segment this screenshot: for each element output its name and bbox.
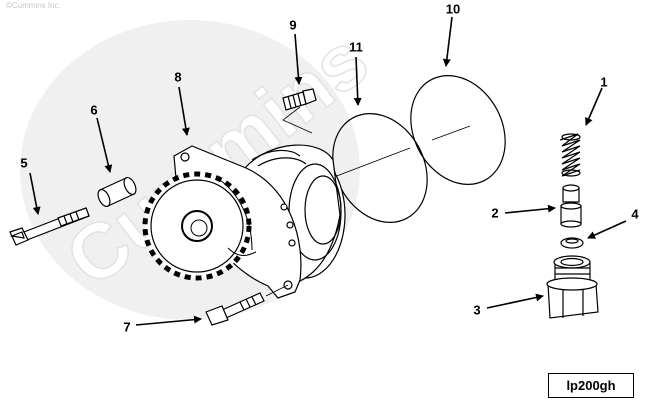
flange-bolt-7 bbox=[205, 292, 265, 326]
flange-bolt-5 bbox=[9, 207, 90, 246]
arrow-10 bbox=[442, 16, 453, 67]
reference-code: lp200gh bbox=[566, 378, 616, 393]
relief-spring-1 bbox=[559, 133, 581, 177]
threaded-plug-3 bbox=[546, 255, 599, 319]
callout-7: 7 bbox=[123, 319, 131, 335]
reference-code-box: lp200gh bbox=[548, 373, 634, 398]
bolt-9-leader bbox=[282, 106, 313, 134]
arrow-7 bbox=[135, 315, 202, 326]
arrow-4 bbox=[587, 220, 627, 239]
callout-arrows bbox=[29, 16, 627, 326]
o-ring-10 bbox=[410, 74, 506, 186]
dowel-sleeve-6 bbox=[97, 176, 137, 208]
arrow-2 bbox=[504, 204, 556, 214]
copyright-notice: ©Cummins Inc. bbox=[6, 1, 61, 10]
arrow-5 bbox=[29, 172, 41, 215]
washer-4 bbox=[560, 237, 584, 249]
callout-5: 5 bbox=[20, 155, 28, 171]
arrow-1 bbox=[585, 87, 603, 126]
callout-1: 1 bbox=[600, 74, 608, 90]
callout-2: 2 bbox=[491, 205, 499, 221]
arrow-11 bbox=[353, 56, 362, 106]
callout-3: 3 bbox=[473, 302, 481, 318]
callout-4: 4 bbox=[631, 206, 639, 222]
callout-10: 10 bbox=[445, 1, 461, 17]
arrow-9 bbox=[294, 33, 303, 85]
drive-gear bbox=[142, 171, 257, 281]
arrow-6 bbox=[96, 117, 113, 173]
callout-11: 11 bbox=[349, 39, 363, 55]
bolt-9 bbox=[282, 88, 317, 111]
bolt-7-leader bbox=[265, 284, 289, 297]
arrow-3 bbox=[486, 293, 544, 309]
callout-6: 6 bbox=[90, 102, 98, 118]
arrow-8 bbox=[178, 86, 190, 136]
relief-plunger-2 bbox=[560, 184, 582, 228]
callout-9: 9 bbox=[289, 17, 297, 33]
callout-8: 8 bbox=[174, 69, 182, 85]
